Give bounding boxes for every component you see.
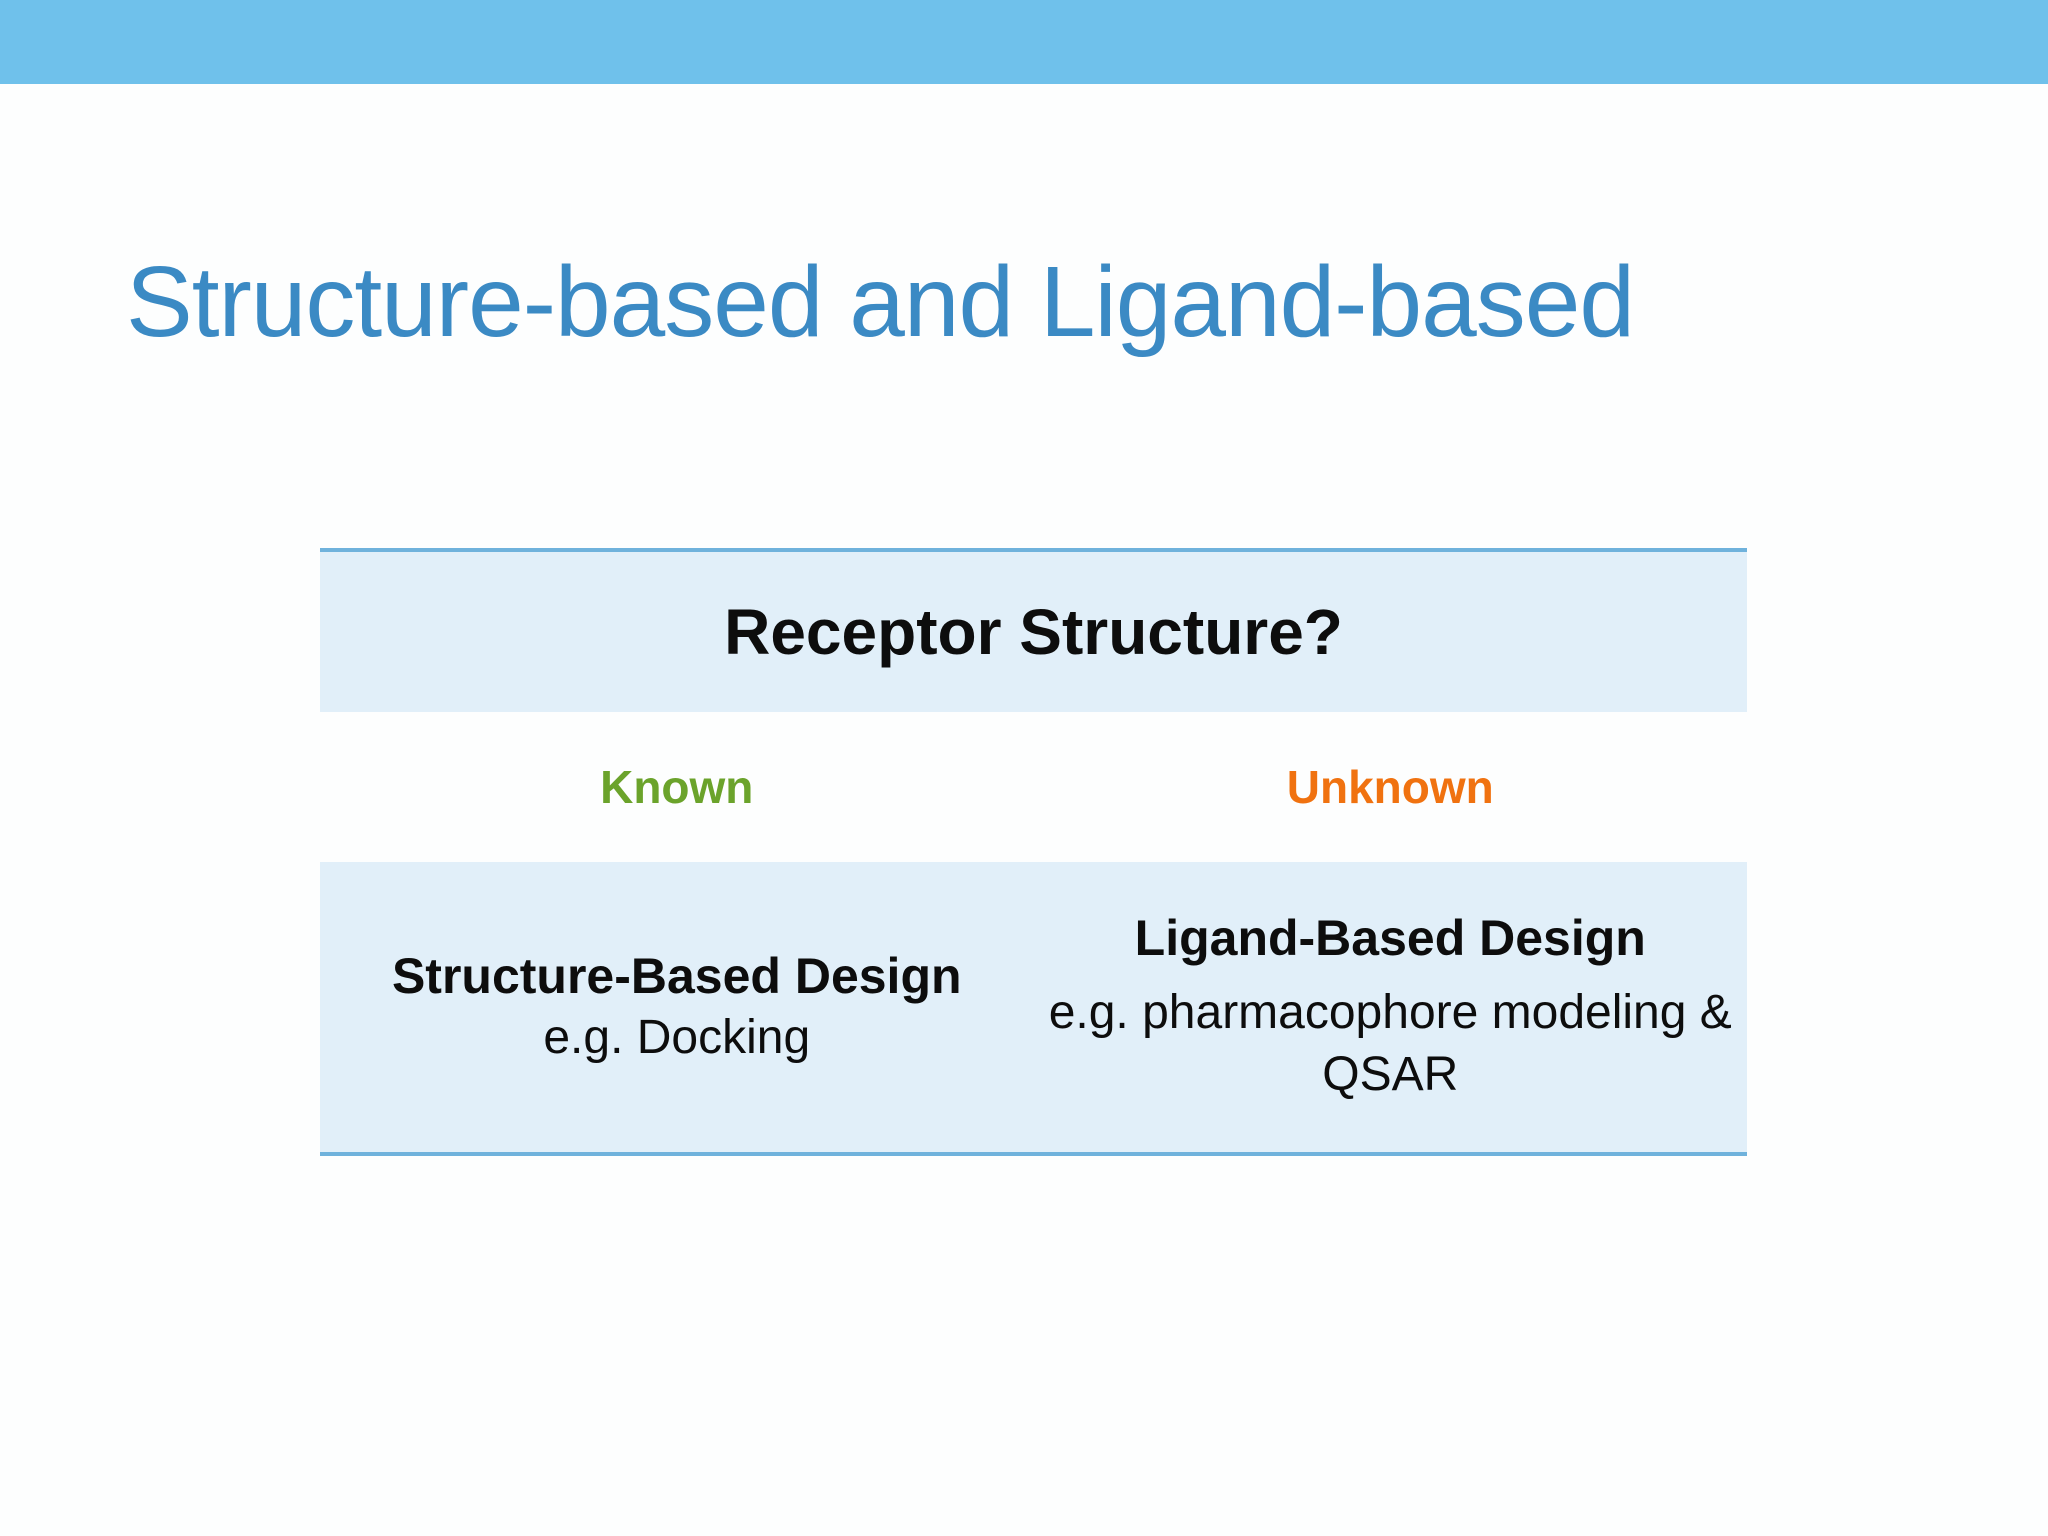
design-example-structure-based: e.g. Docking xyxy=(543,1011,811,1065)
status-cell-known: Known xyxy=(320,712,1034,862)
design-title-ligand-based: Ligand-Based Design xyxy=(1134,910,1646,967)
status-label-known: Known xyxy=(600,761,754,813)
status-cell-unknown: Unknown xyxy=(1034,712,1748,862)
status-row: Known Unknown xyxy=(320,712,1747,862)
receptor-structure-table: Receptor Structure? Known Unknown Struct… xyxy=(320,548,1747,1156)
design-example-ligand-based-line2: QSAR xyxy=(1322,1048,1459,1102)
design-row: Structure-Based Design e.g. Docking Liga… xyxy=(320,862,1747,1156)
top-accent-bar xyxy=(0,0,2048,84)
table-header-label: Receptor Structure? xyxy=(724,596,1343,668)
design-example-ligand-based-line1: e.g. pharmacophore modeling & xyxy=(1048,985,1732,1039)
slide-title: Structure-based and Ligand-based xyxy=(126,246,1635,358)
design-cell-ligand-based: Ligand-Based Design e.g. pharmacophore m… xyxy=(1034,862,1748,1152)
table-header-row: Receptor Structure? xyxy=(320,548,1747,712)
design-title-structure-based: Structure-Based Design xyxy=(391,947,962,1004)
status-label-unknown: Unknown xyxy=(1286,761,1494,813)
design-cell-structure-based: Structure-Based Design e.g. Docking xyxy=(320,862,1034,1152)
